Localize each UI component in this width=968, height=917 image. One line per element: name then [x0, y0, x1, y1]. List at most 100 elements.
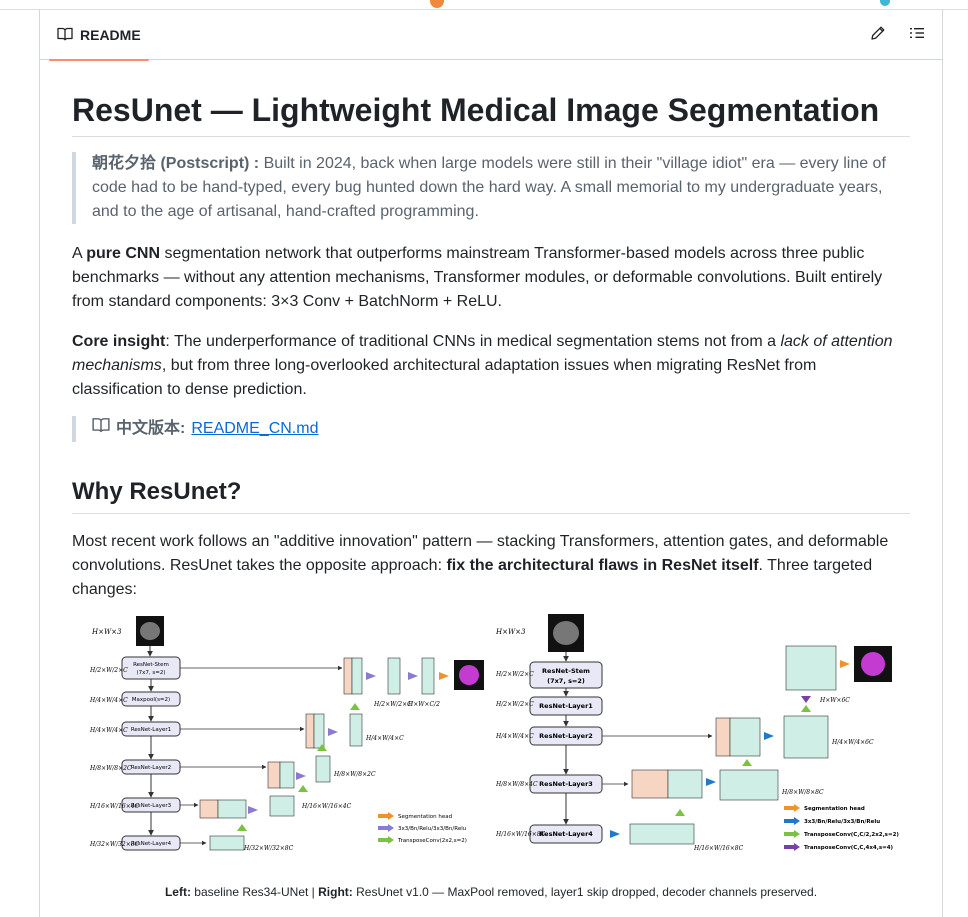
left-skip-cube-1 — [199, 799, 219, 819]
left-legend-1: Segmentation head — [398, 814, 452, 820]
green-arrow — [801, 705, 811, 712]
right-skip-cube-1 — [631, 769, 669, 799]
left-dec-dim-5: H/2×W/2×C — [373, 701, 412, 708]
blue-dot — [880, 0, 890, 6]
right-legend-1: Segmentation head — [804, 806, 865, 812]
why-paragraph: Most recent work follows an "additive in… — [72, 530, 902, 602]
edit-button[interactable] — [867, 24, 889, 46]
figure-caption: Left: baseline Res34-UNet | Right: ResUn… — [72, 885, 910, 899]
insight-pre: : The underperformance of traditional CN… — [165, 333, 781, 350]
orange-arrow — [840, 660, 850, 668]
postscript-text: Built in 2024, back when large models we… — [92, 155, 886, 220]
left-block-layer4-label: ResNet-Layer4 — [131, 841, 172, 847]
purple-arrow — [408, 672, 418, 680]
right-block-layer1-label: ResNet-Layer1 — [539, 702, 593, 710]
left-dec-cube-10 — [421, 657, 435, 695]
right-block-layer3-label: ResNet-Layer3 — [539, 780, 593, 788]
right-output-mask — [861, 652, 885, 676]
left-dec-cube-9 — [387, 657, 401, 695]
left-diagram: H×W×3 ResNet-Stem (7x7, s=2) Maxpool(s=2… — [89, 616, 484, 852]
right-dim-2: H/2×W/2×C — [495, 701, 534, 708]
green-arrow — [237, 824, 247, 831]
left-legend-2: 3x3/Bn/Relu/3x3/Bn/Relu — [398, 826, 466, 832]
right-dec-cube-3 — [719, 769, 779, 801]
cn-readme-link[interactable]: README_CN.md — [191, 420, 319, 437]
book-icon — [57, 26, 73, 45]
left-dec-cube-5 — [315, 755, 331, 783]
caption-right-text: ResUnet v1.0 — MaxPool removed, layer1 s… — [352, 885, 818, 899]
orange-dot — [430, 0, 444, 8]
left-dim-2: H/4×W/4×C — [89, 697, 128, 704]
legend-orange-arrow — [784, 804, 800, 812]
left-block-stem-sub: (7x7, s=2) — [136, 670, 165, 676]
outline-button[interactable] — [906, 24, 928, 46]
blue-arrow — [610, 830, 620, 838]
right-output-label: H×W×6C — [819, 697, 850, 704]
right-dec-cube-6 — [785, 645, 837, 691]
left-output-mask — [459, 665, 479, 685]
right-legend-2: 3x3/Bn/Relu/3x3/Bn/Relu — [804, 819, 880, 825]
legend-green-arrow — [784, 830, 800, 838]
right-block-stem-label: ResNet-Stem — [542, 667, 590, 675]
blue-arrow — [706, 778, 716, 786]
left-dec-cube-6 — [313, 713, 325, 749]
left-dim-1: H/2×W/2×C — [89, 667, 128, 674]
cn-version-quote: 中文版本: README_CN.md — [72, 416, 332, 442]
left-dec-cube-7 — [349, 713, 363, 747]
tab-readme[interactable]: README — [49, 10, 149, 61]
insight-strong: Core insight — [72, 333, 166, 350]
right-dec-dim-2: H/8×W/8×8C — [781, 789, 824, 796]
left-dec-cube-4 — [279, 761, 295, 789]
caption-right-label: Right: — [318, 885, 353, 899]
purple-arrow — [248, 806, 258, 814]
green-arrow — [317, 744, 327, 751]
tab-label: README — [80, 27, 141, 43]
right-input-ct — [553, 621, 579, 645]
left-skip-cube-2 — [267, 761, 281, 789]
right-diagram: H×W×3 ResNet-Stem (7x7, s=2) ResNet-Laye… — [495, 614, 899, 852]
left-dec-dim-4: H/4×W/4×C — [365, 735, 404, 742]
insight-paragraph: Core insight: The underperformance of tr… — [72, 330, 902, 402]
right-block-layer2-label: ResNet-Layer2 — [539, 732, 593, 740]
left-block-stem-label: ResNet-Stem — [133, 662, 169, 668]
right-dec-cube-2 — [667, 769, 703, 799]
page-title: ResUnet — Lightweight Medical Image Segm… — [72, 90, 910, 137]
right-legend-3: TransposeConv(C,C/2,2x2,s=2) — [804, 832, 899, 838]
cn-version-label: 中文版本: — [116, 420, 186, 437]
right-legend-4: TransposeConv(C,C,4x4,s=4) — [804, 845, 894, 851]
intro-paragraph: A pure CNN segmentation network that out… — [72, 242, 902, 314]
right-dec-cube-5 — [783, 715, 829, 759]
readme-tabbar: README — [40, 10, 942, 61]
left-dim-6: H/32×W/32×8C — [89, 841, 140, 848]
left-dec-cube-1 — [209, 835, 245, 851]
left-dec-cube-2 — [217, 799, 247, 819]
left-block-layer2-label: ResNet-Layer2 — [131, 765, 171, 771]
why-post: . Three targeted changes: — [72, 557, 873, 598]
blue-arrow — [764, 732, 774, 740]
intro-post: segmentation network that outperforms ma… — [72, 245, 883, 310]
legend-blue-arrow — [784, 817, 800, 825]
left-dec-dim-1: H/32×W/32×8C — [243, 845, 294, 852]
right-block-layer4-label: ResNet-Layer4 — [539, 830, 593, 838]
left-dec-dim-3: H/8×W/8×2C — [333, 771, 376, 778]
caption-left-text: baseline Res34-UNet | — [190, 885, 319, 899]
top-strip — [0, 0, 968, 10]
insight-post: , but from three long-overlooked archite… — [72, 357, 817, 398]
left-dec-dim-6: H×W×C/2 — [407, 701, 440, 708]
pencil-icon — [870, 25, 886, 46]
right-dim-4: H/8×W/8×4C — [495, 781, 538, 788]
intro-pre: A — [72, 245, 87, 262]
left-legend-3: TransposeConv(2x2,s=2) — [397, 838, 467, 844]
right-dim-5: H/16×W/16×8C — [495, 831, 546, 838]
left-dec-cube-3 — [269, 795, 295, 817]
right-dec-dim-1: H/16×W/16×8C — [693, 845, 744, 852]
section-why-heading: Why ResUnet? — [72, 477, 910, 514]
left-skip-cube-3 — [305, 713, 315, 749]
right-dim-3: H/4×W/4×C — [495, 733, 534, 740]
left-skip-cube-4 — [343, 657, 353, 695]
green-arrow — [675, 809, 685, 816]
postscript-quote: 朝花夕拾 (Postscript) : Built in 2024, back … — [72, 152, 906, 224]
left-input-label: H×W×3 — [91, 628, 122, 636]
green-arrow — [298, 785, 308, 792]
right-input-label: H×W×3 — [495, 628, 526, 636]
